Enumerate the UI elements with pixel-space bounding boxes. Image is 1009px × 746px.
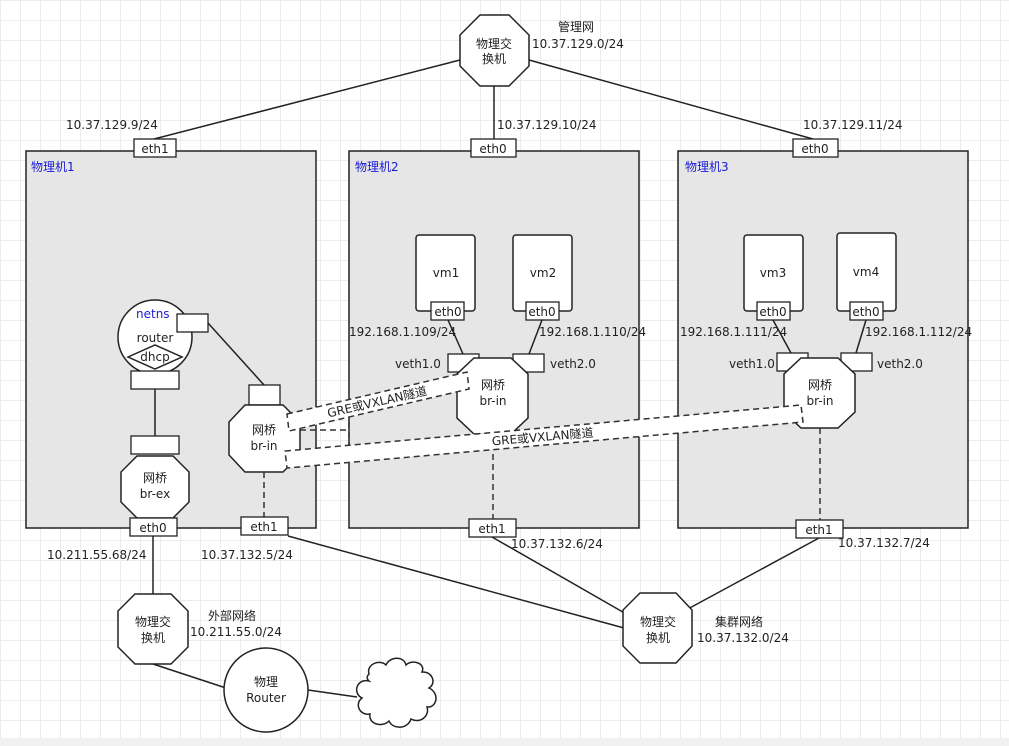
- br-in3-line2: br-in: [806, 394, 833, 408]
- vm1-eth0-port: [430, 301, 465, 321]
- internet-cloud-icon: [355, 657, 437, 728]
- br-in1-line2: br-in: [250, 439, 277, 453]
- router-line2: Router: [246, 691, 286, 705]
- bridge-br-in-host2: 网桥 br-in: [456, 357, 529, 435]
- router-line1: 物理: [254, 675, 278, 689]
- cluster-network-label: 集群网络: [715, 614, 763, 629]
- host3-eth0-label: eth0: [801, 142, 828, 156]
- brin1-top-port: [248, 384, 281, 406]
- link-vm3-veth: [772, 319, 792, 354]
- link-vm4-veth: [855, 319, 867, 354]
- tunnel-host1-host3: GRE或VXLAN隧道: [284, 404, 804, 469]
- br-ex-line2: br-ex: [140, 487, 170, 501]
- link-ext-switch-router: [152, 663, 227, 689]
- vm2-ip: 192.168.1.110/24: [539, 325, 646, 339]
- mgmt-switch-line1: 物理交: [476, 36, 512, 51]
- host3-veth1-label: veth1.0: [729, 357, 775, 371]
- host2-cluster-ip: 10.37.132.6/24: [511, 537, 603, 551]
- mgmt-link-host1: [153, 59, 461, 140]
- mgmt-network-subnet: 10.37.129.0/24: [532, 37, 624, 51]
- host1-eth1-port: [240, 516, 289, 536]
- link-host3-cluster: [685, 537, 820, 611]
- link-vm1-veth: [447, 319, 464, 355]
- mgmt-switch: 物理交 换机: [459, 14, 530, 87]
- host3-mgmt-ip: 10.37.129.11/24: [803, 118, 902, 132]
- dhcp-label: dhcp: [140, 350, 169, 364]
- netns-label: netns: [136, 307, 170, 321]
- link-host1-cluster: [287, 535, 625, 629]
- host-2-box: [348, 150, 640, 529]
- physical-router: 物理 Router: [223, 647, 309, 733]
- host1-ext-ip: 10.211.55.68/24: [47, 548, 146, 562]
- vm4-label: vm4: [853, 265, 879, 279]
- vm2-eth0-label: eth0: [528, 305, 555, 319]
- mgmt-switch-line2: 换机: [482, 52, 506, 66]
- mgmt-link-host3: [528, 59, 814, 140]
- host1-eth1-mgmt-port: [133, 138, 177, 158]
- mgmt-network-label: 管理网: [558, 19, 594, 34]
- vm2-eth0-port: [525, 301, 560, 321]
- external-network-subnet: 10.211.55.0/24: [190, 625, 282, 639]
- vm1-eth0-label: eth0: [434, 305, 461, 319]
- host1-eth1-label: eth1: [250, 520, 277, 534]
- bottom-strip: [0, 738, 1009, 746]
- host2-eth1-label: eth1: [478, 522, 505, 536]
- host2-eth0-port: [470, 138, 517, 158]
- vm3-eth0-label: eth0: [759, 305, 786, 319]
- host-1-title: 物理机1: [31, 160, 75, 174]
- host3-cluster-ip: 10.37.132.7/24: [838, 536, 930, 550]
- host2-mgmt-ip: 10.37.129.10/24: [497, 118, 596, 132]
- br-in1-line1: 网桥: [252, 423, 276, 437]
- br-in2-line1: 网桥: [481, 378, 505, 392]
- link-host2-cluster: [491, 536, 629, 616]
- br-in3-line1: 网桥: [808, 378, 832, 392]
- host-3-title: 物理机3: [685, 160, 729, 174]
- host1-cluster-ip: 10.37.132.5/24: [201, 548, 293, 562]
- vm4-eth0-label: eth0: [852, 305, 879, 319]
- bridge-br-in-host1: 网桥 br-in: [228, 404, 301, 473]
- netns-port-bottom: [130, 370, 180, 390]
- cluster-switch-line1: 物理交: [640, 614, 676, 629]
- external-switch: 物理交 换机: [117, 593, 189, 665]
- dhcp-diamond: [126, 344, 184, 370]
- host2-eth0-label: eth0: [479, 142, 506, 156]
- external-network-label: 外部网络: [208, 608, 256, 623]
- brex-top-port: [130, 435, 180, 455]
- link-netns-brin: [207, 322, 265, 386]
- host1-eth1-mgmt-label: eth1: [141, 142, 168, 156]
- host-2-title: 物理机2: [355, 160, 399, 174]
- vm1-label: vm1: [433, 266, 459, 280]
- vm3-label: vm3: [760, 266, 786, 280]
- br-ex-line1: 网桥: [143, 471, 167, 485]
- vm1-ip: 192.168.1.109/24: [349, 325, 456, 339]
- link-router-cloud: [307, 689, 358, 698]
- cluster-network-subnet: 10.37.132.0/24: [697, 631, 789, 645]
- host3-veth2-label: veth2.0: [877, 357, 923, 371]
- cluster-switch-line2: 换机: [646, 631, 670, 645]
- br-in2-line2: br-in: [479, 394, 506, 408]
- netns-port-right: [176, 313, 209, 333]
- ext-switch-line1: 物理交: [135, 614, 171, 629]
- cluster-switch: 物理交 换机: [622, 592, 693, 664]
- host1-eth0-label: eth0: [139, 521, 166, 535]
- host2-veth2-label: veth2.0: [550, 357, 596, 371]
- host-3-box: [677, 150, 969, 529]
- vm4-ip: 192.168.1.112/24: [865, 325, 972, 339]
- host3-eth0-port: [792, 138, 839, 158]
- vm4-eth0-port: [849, 301, 884, 321]
- vm3-ip: 192.168.1.111/24: [680, 325, 787, 339]
- vm2-label: vm2: [530, 266, 556, 280]
- netns-router-label: router: [137, 331, 174, 345]
- link-vm2-veth: [528, 319, 543, 355]
- host3-eth1-label: eth1: [805, 523, 832, 537]
- bridge-br-ex: 网桥 br-ex: [120, 455, 190, 519]
- host2-veth1-label: veth1.0: [395, 357, 441, 371]
- ext-switch-line2: 换机: [141, 631, 165, 645]
- host3-eth1-port: [795, 519, 844, 539]
- host1-mgmt-ip: 10.37.129.9/24: [66, 118, 158, 132]
